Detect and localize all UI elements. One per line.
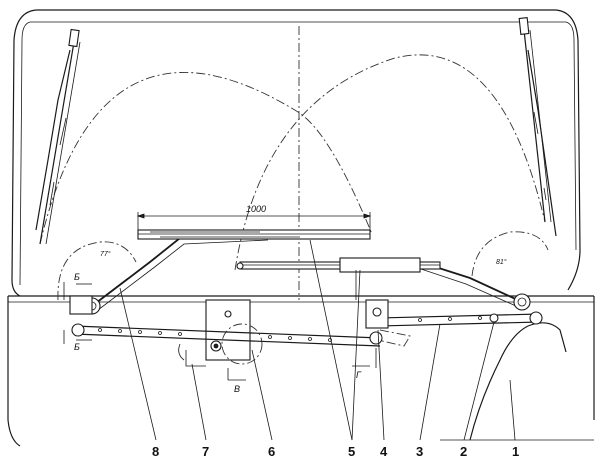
section-v: В [234,384,240,394]
blade-length-label: 1000 [246,204,266,214]
linkage-rods [71,311,543,347]
left-wiper-blade: 1000 [136,204,372,240]
motor-assembly [178,299,263,367]
callout-6: 6 [268,444,275,459]
left-angle-label: 77° [100,250,111,258]
callout-7: 7 [202,444,209,459]
section-marks: Б Б В Г [74,272,370,394]
callout-labels: 1 2 3 4 5 6 7 8 [152,444,519,459]
left-pivot-bracket [63,282,93,344]
callout-2: 2 [460,444,467,459]
callout-4: 4 [380,444,388,459]
sweep-arcs [39,54,549,301]
section-b-lower: Б [74,342,80,352]
callout-1: 1 [512,444,519,459]
windshield-frame [7,9,595,447]
section-g: Г [356,370,362,380]
callout-3: 3 [416,444,423,459]
right-pivot-bracket [355,270,389,368]
right-wiper-upright [518,17,557,237]
section-b-upper: Б [74,272,80,282]
right-angle-label: 81° [496,258,507,266]
leader-lines [119,239,516,441]
left-wiper-upright [35,28,81,245]
callout-8: 8 [152,444,159,459]
callout-5: 5 [348,444,355,459]
right-wiper-blade [236,257,441,273]
